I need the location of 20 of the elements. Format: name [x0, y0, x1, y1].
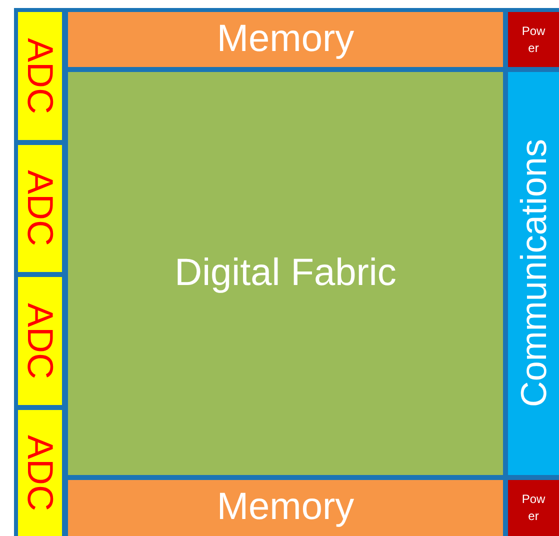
block-label: Digital Fabric [174, 254, 396, 294]
power-block [508, 480, 559, 536]
block-label: Memory [216, 20, 354, 60]
block-label: ADC [21, 170, 59, 246]
digital-fabric-block [68, 72, 503, 475]
memory-block [68, 12, 503, 67]
adc-block [18, 145, 62, 272]
block-label: Memory [216, 488, 354, 528]
block-label: Communications [514, 139, 552, 408]
communications-block [508, 72, 559, 475]
adc-block [18, 12, 62, 140]
block-label: ADC [21, 434, 59, 511]
power-block [508, 12, 559, 67]
adc-block [18, 410, 62, 536]
adc-block [18, 277, 62, 405]
block-label: ADC [21, 302, 59, 379]
memory-block [68, 480, 503, 536]
block-label: Power [520, 491, 546, 525]
block-label: ADC [21, 38, 59, 114]
block-label: Power [520, 22, 546, 56]
